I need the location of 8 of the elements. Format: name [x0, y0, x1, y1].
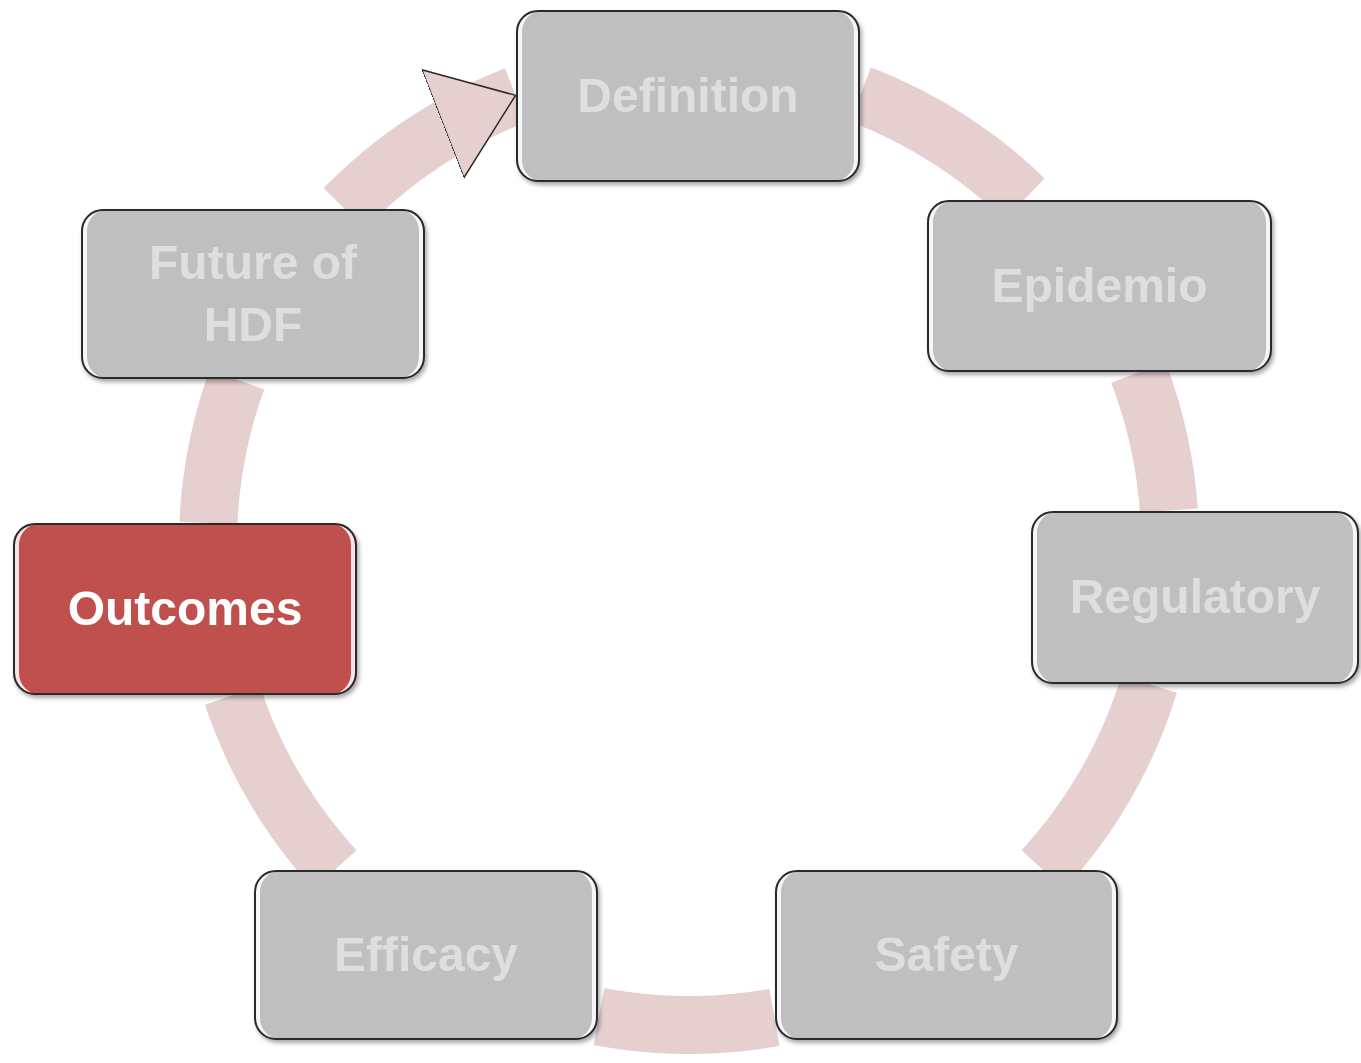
step-box	[81, 209, 425, 379]
step-box	[775, 870, 1118, 1040]
step-label: Outcomes	[66, 580, 304, 637]
step-box	[13, 523, 357, 695]
step-box	[1031, 511, 1359, 684]
step-box	[254, 870, 598, 1040]
step-box	[927, 200, 1272, 372]
step-box	[516, 10, 860, 182]
